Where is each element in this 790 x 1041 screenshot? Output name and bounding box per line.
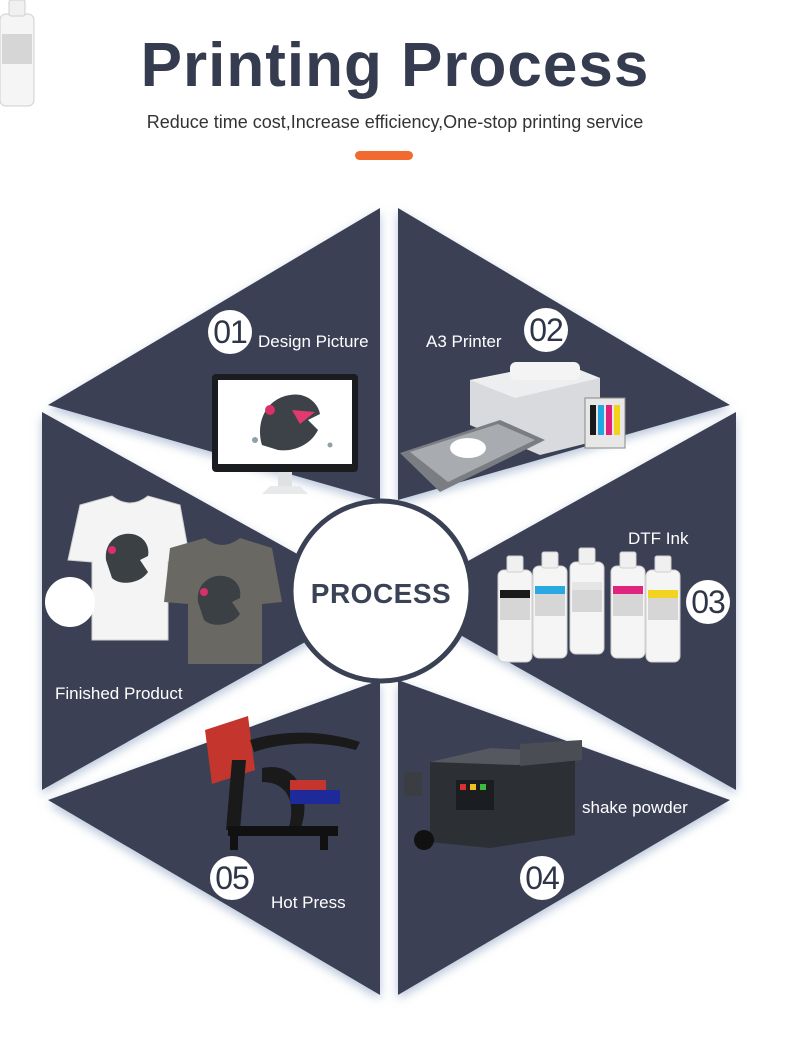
monitor-dinosaur-icon xyxy=(212,374,358,494)
step-number-01: 01 xyxy=(208,310,252,354)
accent-divider xyxy=(355,151,413,160)
ink-bottles-icon xyxy=(0,0,681,663)
page-subtitle: Reduce time cost,Increase efficiency,One… xyxy=(146,112,644,132)
step-label-finished-product: Finished Product xyxy=(55,684,183,703)
step-label-dtf-ink: DTF Ink xyxy=(628,529,689,548)
step-label-shake-powder: shake powder xyxy=(582,798,688,817)
step-number-03: 03 xyxy=(686,580,730,624)
center-circle xyxy=(288,498,474,684)
step-number-04: 04 xyxy=(520,856,564,900)
printer-icon xyxy=(400,362,626,492)
step-number-05: 05 xyxy=(210,856,254,900)
step-label-design-picture: Design Picture xyxy=(258,332,369,351)
page-title: Printing Process xyxy=(140,31,650,100)
step-number-02: 02 xyxy=(524,308,568,352)
decorative-dot xyxy=(45,577,95,627)
step-label-a3-printer: A3 Printer xyxy=(426,332,502,351)
step-label-hot-press: Hot Press xyxy=(271,893,346,912)
powder-shaker-icon xyxy=(404,740,582,850)
center-label: PROCESS xyxy=(310,578,452,609)
tshirts-icon xyxy=(67,495,282,664)
panel-hot-press xyxy=(48,680,380,995)
heat-press-icon xyxy=(205,716,360,850)
